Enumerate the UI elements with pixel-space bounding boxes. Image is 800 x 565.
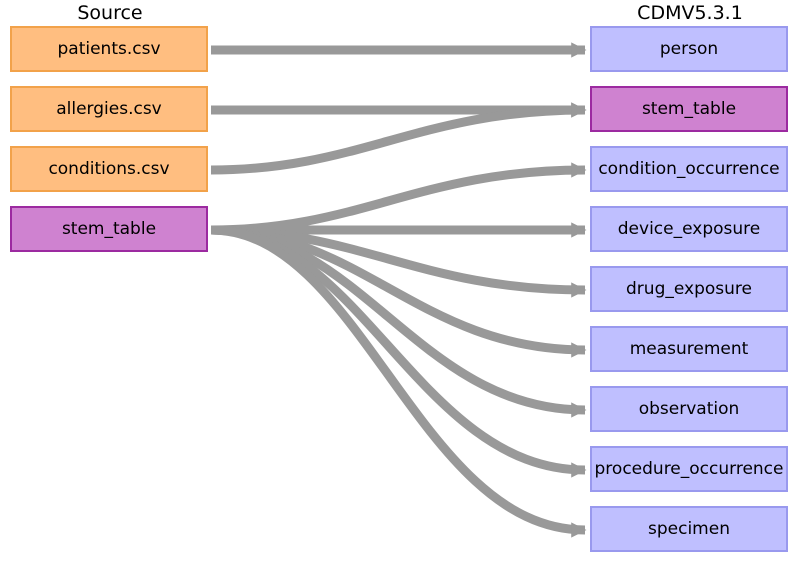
mapping-arrow-3 — [210, 162, 587, 235]
source-table-label: patients.csv — [57, 39, 161, 59]
target-table-device-exposure[interactable]: device_exposure — [590, 206, 788, 252]
source-table-stem[interactable]: stem_table — [10, 206, 208, 252]
target-table-label: condition_occurrence — [598, 159, 780, 179]
source-table-label: allergies.csv — [56, 99, 162, 119]
source-table-label: conditions.csv — [48, 159, 170, 179]
source-table-label: stem_table — [61, 219, 157, 239]
target-table-procedure-occurrence[interactable]: procedure_occurrence — [590, 446, 788, 492]
target-table-label: measurement — [629, 339, 749, 359]
target-column-title: CDMV5.3.1 — [637, 2, 743, 24]
mapping-arrow-9 — [210, 225, 587, 538]
target-table-stem[interactable]: stem_table — [590, 86, 788, 132]
target-table-label: observation — [638, 399, 740, 419]
target-table-person[interactable]: person — [590, 26, 788, 72]
source-column-title: Source — [77, 2, 143, 24]
target-table-label: device_exposure — [617, 219, 761, 239]
target-table-specimen[interactable]: specimen — [590, 506, 788, 552]
source-table-conditions[interactable]: conditions.csv — [10, 146, 208, 192]
mapping-arrow-2 — [210, 102, 587, 175]
target-table-label: specimen — [648, 519, 730, 539]
target-table-label: procedure_occurrence — [594, 459, 784, 479]
target-table-label: drug_exposure — [626, 279, 752, 299]
target-table-observation[interactable]: observation — [590, 386, 788, 432]
target-table-label: person — [659, 39, 719, 59]
target-table-drug-exposure[interactable]: drug_exposure — [590, 266, 788, 312]
source-table-patients[interactable]: patients.csv — [10, 26, 208, 72]
target-table-condition-occurrence[interactable]: condition_occurrence — [590, 146, 788, 192]
source-table-allergies[interactable]: allergies.csv — [10, 86, 208, 132]
target-table-label: stem_table — [641, 99, 737, 119]
target-table-measurement[interactable]: measurement — [590, 326, 788, 372]
